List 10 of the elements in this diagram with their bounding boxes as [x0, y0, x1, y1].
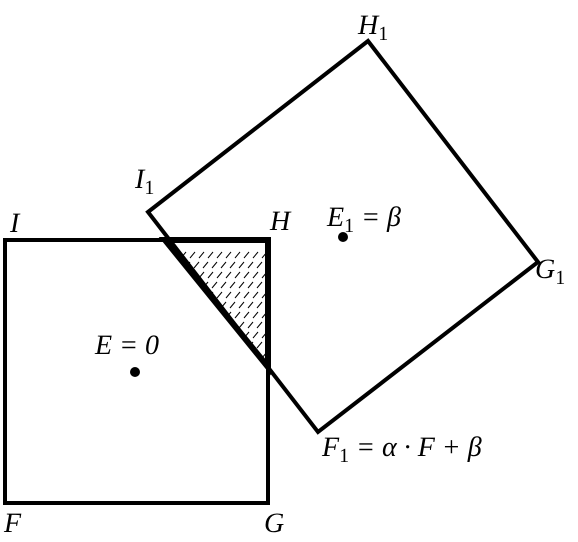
point-label: E$_{1}$ = β — [327, 204, 401, 236]
point-label: H$_{1}$ — [358, 12, 388, 44]
point-label: G — [264, 510, 284, 538]
point-label: H — [270, 208, 290, 236]
point-label: F$_{1}$ = α · F + β — [322, 434, 482, 466]
point-label: F — [4, 510, 22, 538]
point-label: I$_{1}$ — [135, 166, 154, 198]
point-label: G$_{1}$ — [535, 256, 566, 288]
point-label: I — [10, 210, 20, 238]
point-label: E = 0 — [95, 332, 159, 360]
